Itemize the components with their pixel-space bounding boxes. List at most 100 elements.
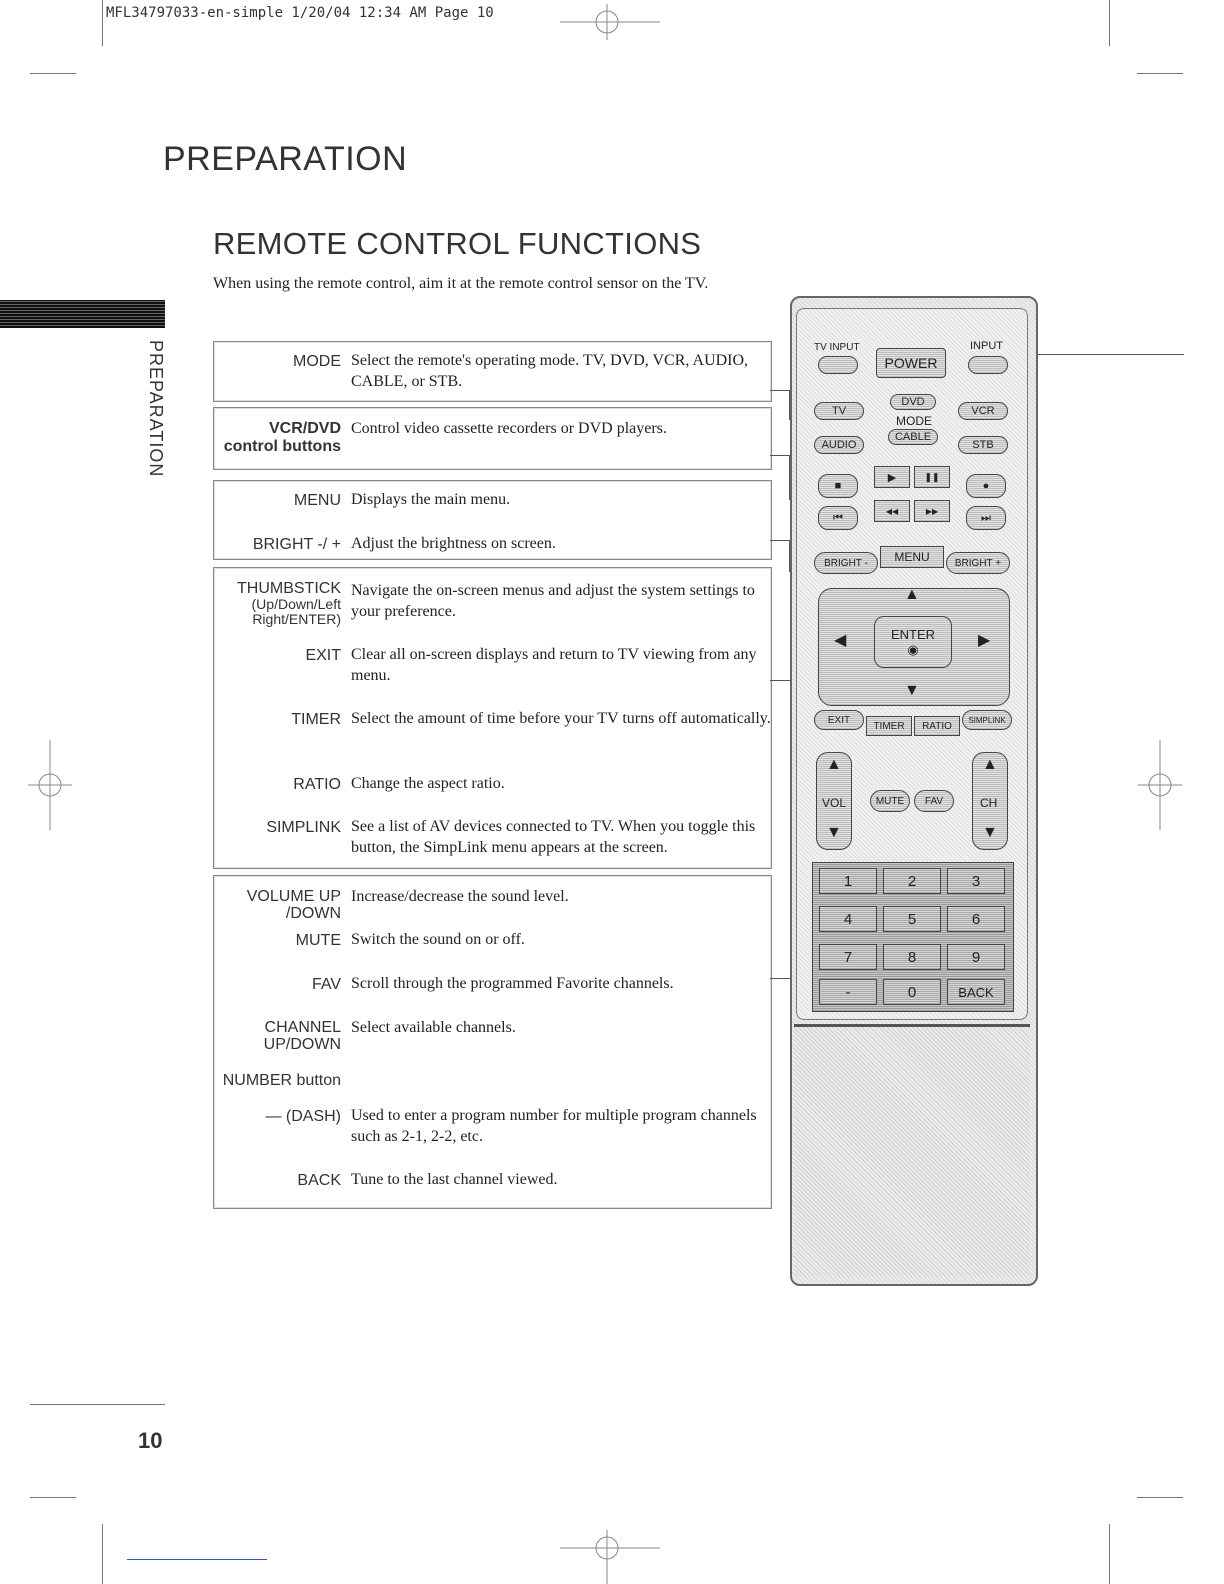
function-label: FAV [311, 976, 341, 993]
pause-button: ❚❚ [914, 466, 950, 488]
number-key: 3 [947, 868, 1005, 894]
crop-mark [1137, 73, 1183, 74]
function-desc: Navigate the on-screen menus and adjust … [351, 582, 755, 620]
thumbstick-up-icon: ▲ [904, 586, 920, 603]
vcr-button: VCR [958, 402, 1008, 420]
leader-line [770, 390, 790, 391]
function-label: MUTE [295, 932, 341, 949]
function-label-2: /DOWN [285, 905, 341, 922]
previous-button: ⏮ [818, 506, 858, 530]
group-volume-channel: VOLUME UP /DOWN Increase/decrease the so… [213, 875, 772, 1209]
back-key: BACK [947, 979, 1005, 1005]
leader-line [789, 455, 790, 500]
group-menu: MENU Displays the main menu. BRIGHT -/ +… [213, 480, 772, 560]
remote-lower-body [794, 1024, 1030, 1277]
function-label-2: UP/DOWN [263, 1036, 341, 1053]
number-key: 6 [947, 906, 1005, 932]
input-button [968, 356, 1008, 374]
crop-mark [102, 0, 103, 46]
page-heading: REMOTE CONTROL FUNCTIONS [213, 226, 702, 261]
channel-up-icon: ▲ [982, 756, 998, 773]
function-label: CHANNEL [264, 1019, 341, 1036]
dash-key: - [819, 979, 877, 1005]
function-desc: See a list of AV devices connected to TV… [351, 818, 756, 856]
enter-dot-icon: ◉ [907, 641, 919, 657]
ratio-button: RATIO [914, 716, 960, 736]
registration-mark [560, 1530, 660, 1584]
function-label: MODE [293, 353, 341, 370]
number-key: 4 [819, 906, 877, 932]
thumbstick-right-icon: ▶ [978, 632, 991, 649]
input-label: INPUT [970, 340, 1003, 352]
intro-text: When using the remote control, aim it at… [213, 275, 709, 292]
number-key: 2 [883, 868, 941, 894]
group-vcr-dvd: VCR/DVD control buttons Control video ca… [213, 407, 772, 470]
function-label: BACK [297, 1172, 341, 1189]
ch-label: CH [980, 796, 998, 810]
group-mode: MODE Select the remote's operating mode.… [213, 341, 772, 402]
function-desc: Select the remote's operating mode. TV, … [351, 352, 749, 390]
number-key: 5 [883, 906, 941, 932]
tv-input-label: TV INPUT [814, 342, 860, 353]
registration-mark [560, 4, 660, 40]
function-label: THUMBSTICK [237, 580, 341, 597]
timer-button: TIMER [866, 716, 912, 736]
fast-forward-button: ▶▶ [914, 500, 950, 522]
side-label-text: PREPARATION [146, 340, 166, 478]
footer-underline [127, 1559, 267, 1560]
page-number-rule [30, 1404, 165, 1405]
thumbstick-left-icon: ◀ [834, 632, 847, 649]
function-label: BRIGHT -/ + [252, 536, 341, 553]
volume-up-icon: ▲ [826, 756, 842, 773]
exit-button: EXIT [814, 710, 864, 730]
registration-mark [28, 740, 72, 830]
stop-button: ■ [818, 474, 858, 498]
fav-button: FAV [914, 790, 954, 812]
function-desc: Control video cassette recorders or DVD … [351, 420, 667, 437]
function-label: VOLUME UP [246, 888, 341, 905]
group-navigation: THUMBSTICK (Up/Down/Left Right/ENTER) Na… [213, 567, 772, 869]
volume-rocker [816, 752, 852, 850]
function-desc: Adjust the brightness on screen. [351, 535, 556, 552]
record-button: ● [966, 474, 1006, 498]
leader-line [789, 390, 790, 420]
channel-rocker [972, 752, 1008, 850]
stb-button: STB [958, 436, 1008, 454]
function-desc: Select the amount of time before your TV… [351, 710, 771, 727]
leader-line [770, 455, 790, 456]
channel-down-icon: ▼ [982, 824, 998, 841]
side-label: PREPARATION [146, 340, 166, 480]
bright-minus-button: BRIGHT - [814, 552, 878, 574]
leader-line [1014, 354, 1184, 355]
enter-label: ENTER [890, 626, 936, 642]
function-label: — (DASH) [265, 1108, 341, 1125]
crop-mark [30, 1497, 76, 1498]
number-key: 8 [883, 944, 941, 970]
function-label: SIMPLINK [266, 819, 341, 836]
leader-line [770, 540, 790, 541]
function-label: VCR/DVD [268, 420, 341, 437]
function-label: RATIO [293, 776, 341, 793]
simplink-button: SIMPLINK [962, 710, 1012, 730]
page-number: 10 [138, 1428, 163, 1453]
function-sublabel: (Up/Down/Left [251, 596, 341, 612]
crop-mark [1109, 0, 1110, 46]
vol-label: VOL [822, 796, 847, 810]
registration-mark [1138, 740, 1182, 830]
function-desc: Displays the main menu. [351, 491, 511, 508]
function-label: MENU [293, 492, 341, 509]
function-desc: Select available channels. [351, 1019, 516, 1036]
number-key: 9 [947, 944, 1005, 970]
function-desc: Switch the sound on or off. [351, 931, 525, 948]
power-button: POWER [876, 348, 946, 378]
mute-button: MUTE [870, 790, 910, 812]
remote-control-illustration: TV INPUT INPUT POWER DVD TV VCR MODE CAB… [790, 296, 1038, 1286]
leader-line [789, 540, 790, 572]
play-button: ▶ [874, 466, 910, 488]
rewind-button: ◀◀ [874, 500, 910, 522]
crop-mark [102, 1524, 103, 1584]
next-button: ⏭ [966, 506, 1006, 530]
function-sublabel-2: Right/ENTER) [252, 611, 341, 627]
bright-plus-button: BRIGHT + [946, 552, 1010, 574]
thumbstick-down-icon: ▼ [904, 682, 920, 699]
